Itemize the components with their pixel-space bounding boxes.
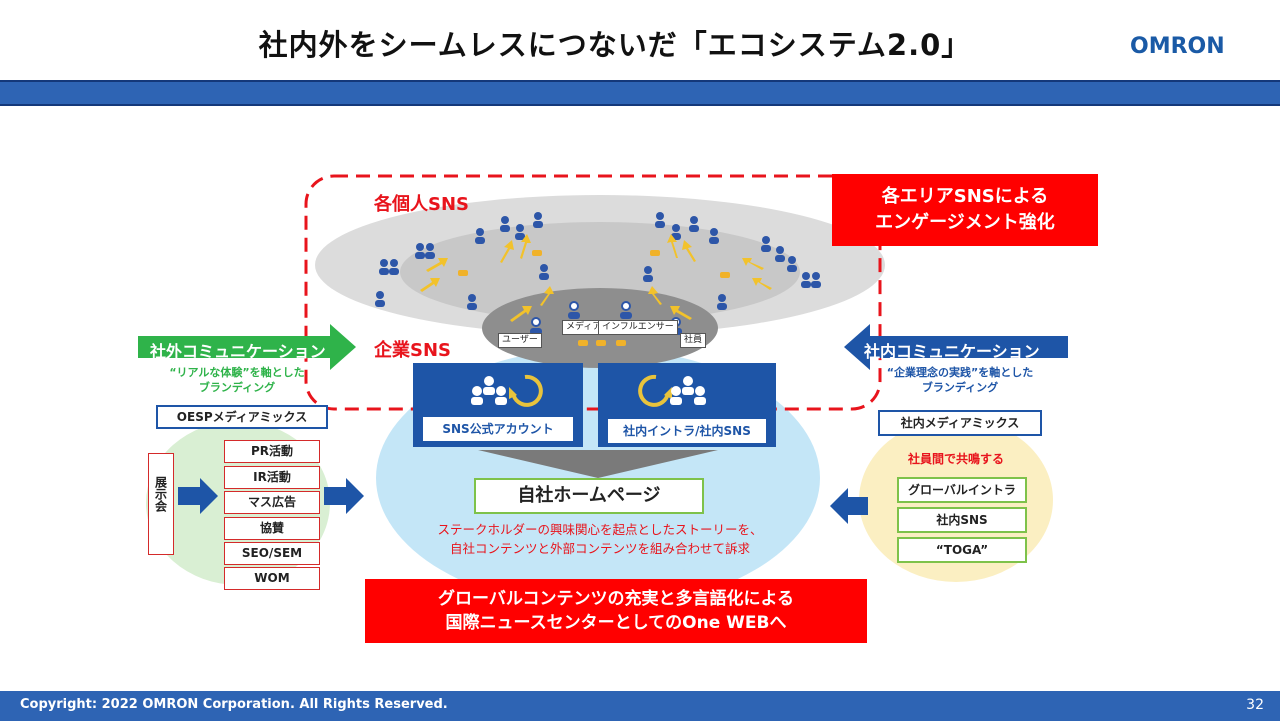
copyright-text: Copyright: 2022 OMRON Corporation. All R… — [20, 697, 448, 712]
ir-activity-box: IR活動 — [224, 466, 320, 489]
influencer-label: インフルエンサー — [598, 320, 678, 335]
omron-logo: OMRON — [1130, 34, 1225, 59]
intranet-cycle-icon — [638, 374, 706, 407]
intranet-panel: 社内イントラ/社内SNS — [598, 363, 776, 447]
wom-box: WOM — [224, 567, 320, 590]
homepage-desc2: 自社コンテンツと外部コンテンツを組み合わせて訴求 — [449, 541, 750, 556]
one-web-line2: 国際ニュースセンターとしてのOne WEBへ — [445, 613, 787, 633]
sns-official-account-label: SNS公式アカウント — [423, 417, 573, 441]
header-bar — [0, 80, 1280, 106]
page-title: 社内外をシームレスにつないだ「エコシステム2.0」 — [258, 28, 972, 62]
exhibition-box: 展示会 — [148, 453, 174, 555]
external-communication-label: 社外コミュニケーション — [150, 342, 326, 361]
external-subtitle: “リアルな体験”を軸とした ブランディング — [160, 365, 314, 395]
corporate-sns-label: 企業SNS — [374, 340, 451, 361]
mass-ad-box: マス広告 — [224, 491, 320, 514]
employee-label: 社員 — [680, 333, 707, 348]
internal-sub1: “企業理念の実践”を軸とした — [886, 366, 1034, 379]
external-sub2: ブランディング — [198, 381, 276, 394]
internal-communication-label: 社内コミュニケーション — [864, 342, 1040, 361]
seo-sem-box: SEO/SEM — [224, 542, 320, 565]
sponsorship-box: 協賛 — [224, 517, 320, 540]
homepage-box: 自社ホームページ — [474, 478, 704, 514]
internal-sns-box: 社内SNS — [897, 507, 1027, 533]
internal-media-mix-box: 社内メディアミックス — [878, 410, 1042, 436]
internal-subtitle: “企業理念の実践”を軸とした ブランディング — [870, 365, 1050, 395]
footer-bar: Copyright: 2022 OMRON Corporation. All R… — [0, 691, 1280, 721]
oesp-media-mix-box: OESPメディアミックス — [156, 405, 328, 429]
sns-official-account-panel: SNS公式アカウント — [413, 363, 583, 447]
engagement-line2: エンゲージメント強化 — [875, 212, 1055, 233]
homepage-description: ステークホルダーの興味関心を起点としたストーリーを、 自社コンテンツと外部コンテ… — [420, 520, 780, 558]
resonance-label: 社員間で共鳴する — [907, 452, 1004, 466]
user-label: ユーザー — [498, 333, 542, 348]
homepage-desc1: ステークホルダーの興味関心を起点としたストーリーを、 — [437, 522, 763, 537]
internal-sub2: ブランディング — [921, 381, 999, 394]
toga-box: “TOGA” — [897, 537, 1027, 563]
individual-sns-label: 各個人SNS — [374, 194, 469, 215]
engagement-box: 各エリアSNSによる エンゲージメント強化 — [832, 174, 1098, 246]
page-number: 32 — [1246, 697, 1264, 713]
exhibition-label: 展示会 — [153, 476, 168, 512]
engagement-line1: 各エリアSNSによる — [881, 186, 1049, 207]
global-intranet-box: グローバルイントラ — [897, 477, 1027, 503]
intranet-label: 社内イントラ/社内SNS — [608, 419, 766, 443]
one-web-box: グローバルコンテンツの充実と多言語化による 国際ニュースセンターとしてのOne … — [365, 579, 867, 643]
pr-activity-box: PR活動 — [224, 440, 320, 463]
users-cycle-icon — [471, 374, 543, 407]
one-web-line1: グローバルコンテンツの充実と多言語化による — [438, 589, 794, 609]
external-sub1: “リアルな体験”を軸とした — [169, 366, 305, 379]
